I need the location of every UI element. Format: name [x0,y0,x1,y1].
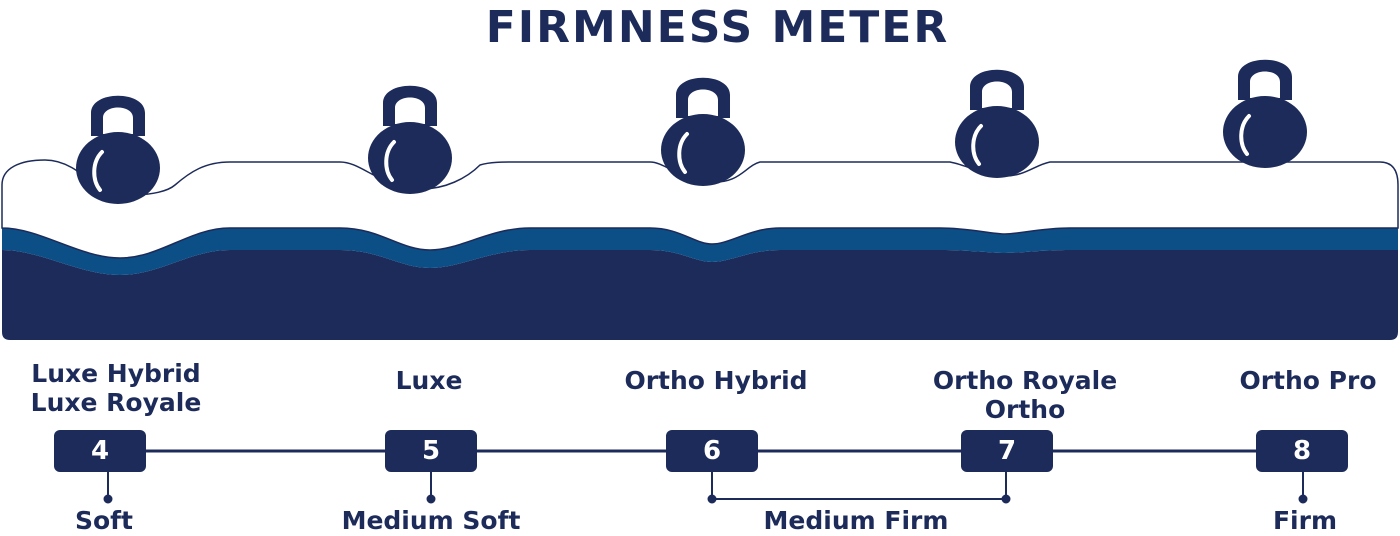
mattress-top-surface [1,159,1399,259]
product-name: Ortho Royale [932,366,1118,395]
category-connector-medium-soft [426,472,436,504]
product-label-level-7: Ortho Royale Ortho [905,366,1145,424]
product-label-level-5: Luxe [309,366,549,395]
category-label-firm: Firm [1272,506,1338,535]
kettlebell-icon [74,93,162,206]
product-label-level-4: Luxe Hybrid Luxe Royale [0,359,236,417]
product-label-level-8: Ortho Pro [1188,366,1400,395]
kettlebell-icon [1221,57,1309,170]
category-connector-soft [103,472,113,504]
category-label-soft: Soft [74,506,133,535]
product-name: Luxe Hybrid [31,359,201,388]
rating-badge-4: 4 [54,430,146,472]
kettlebell-icon [659,75,747,188]
category-label-medium-soft: Medium Soft [341,506,521,535]
category-connector-firm [1298,472,1308,504]
rating-badge-5: 5 [385,430,477,472]
rating-badge-8: 8 [1256,430,1348,472]
product-name: Luxe [395,366,463,395]
category-connector-medium-firm [707,472,1011,504]
product-name: Ortho Pro [1239,366,1377,395]
product-label-level-6: Ortho Hybrid [596,366,836,395]
rating-badge-7: 7 [961,430,1053,472]
mattress-base-layer [2,250,1398,340]
kettlebell-icon [953,67,1041,180]
product-name: Luxe Royale [30,388,202,417]
rating-badge-6: 6 [666,430,758,472]
product-name: Ortho Hybrid [624,366,808,395]
product-name: Ortho [984,395,1066,424]
category-label-medium-firm: Medium Firm [763,506,949,535]
kettlebell-icon [366,83,454,196]
mattress-comfort-band [2,228,1398,275]
page-title: FIRMNESS METER [485,2,950,53]
